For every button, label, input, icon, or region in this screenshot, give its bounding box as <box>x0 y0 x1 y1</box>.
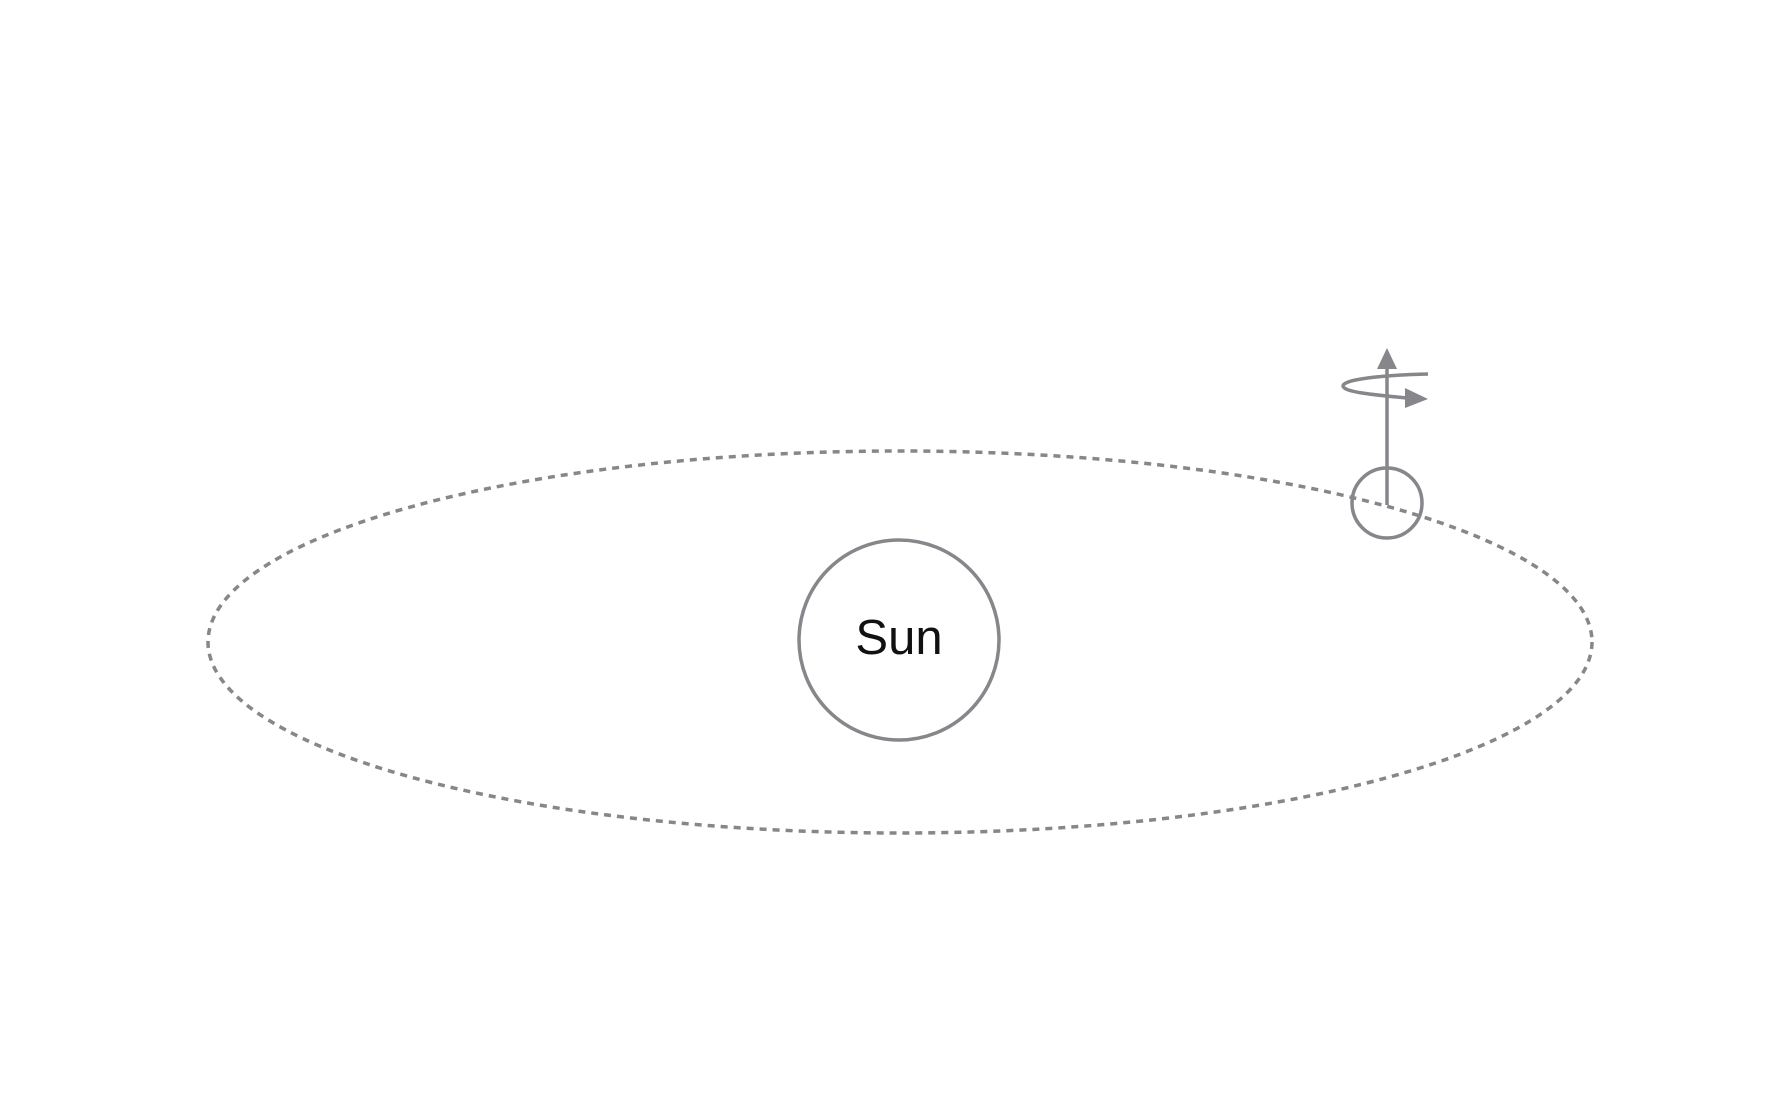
sun-label: Sun <box>855 611 942 665</box>
rotation-arrowhead <box>1405 388 1428 408</box>
sun-circle <box>797 538 1001 742</box>
rotation-arrow-icon <box>1341 372 1429 408</box>
rotation-arrow-curve <box>1341 372 1429 400</box>
orbit-path <box>206 449 1594 835</box>
spin-axis-arrowhead <box>1377 348 1397 369</box>
up-arrow-icon <box>1377 348 1397 505</box>
sun: Sun <box>797 538 1001 742</box>
planet <box>1341 348 1429 540</box>
